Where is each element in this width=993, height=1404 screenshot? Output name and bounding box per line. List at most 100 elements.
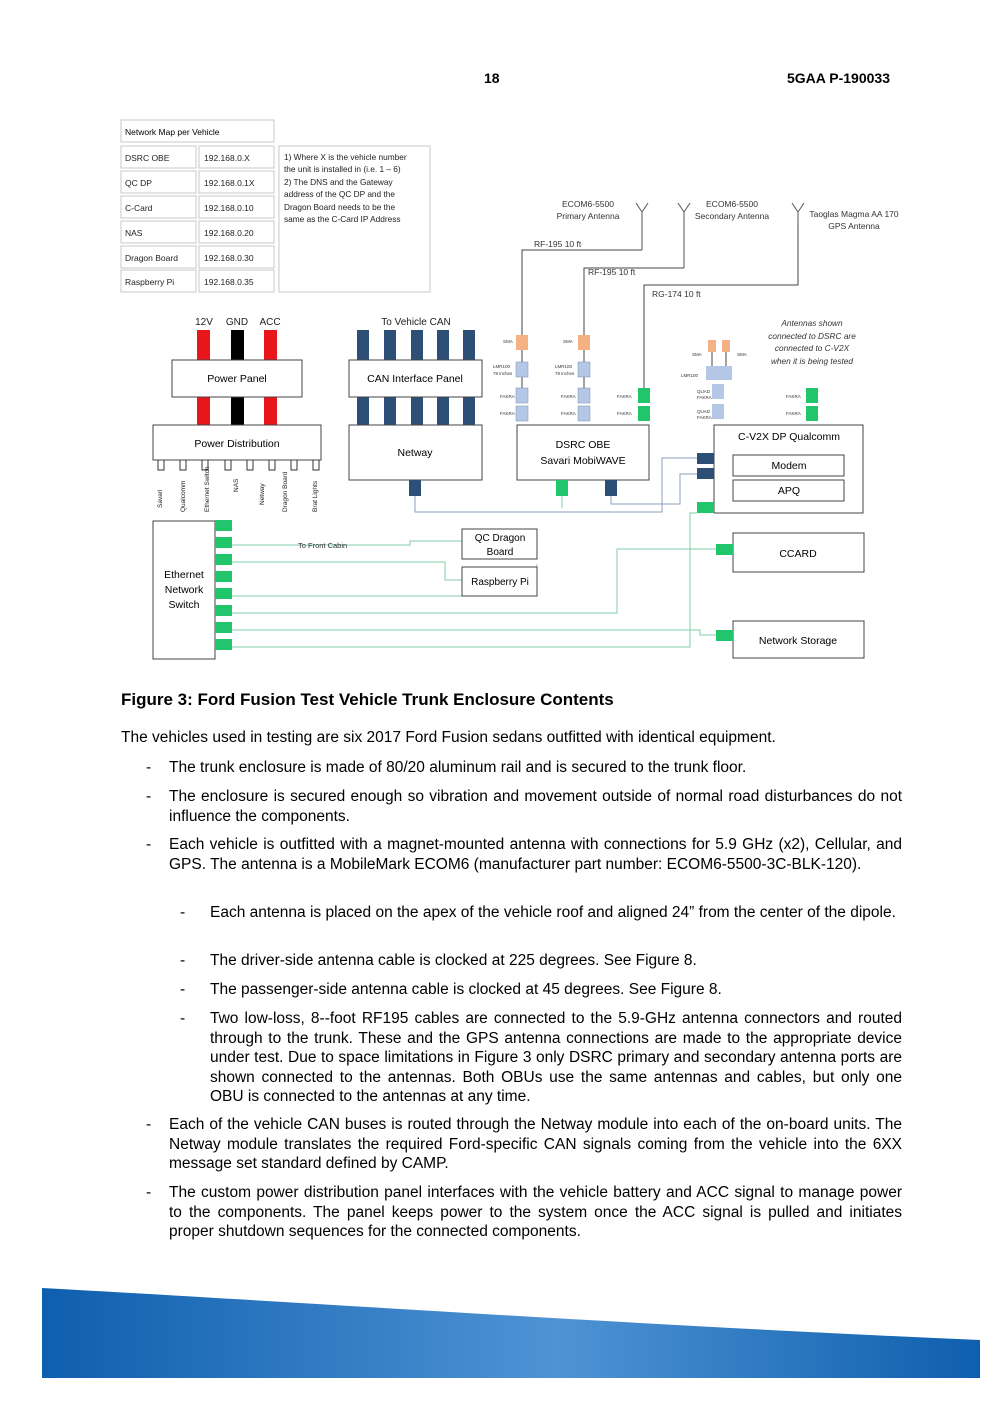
cv2x-label: C-V2X DP Qualcomm [738, 431, 840, 443]
raspberry-pi-label: Raspberry Pi [471, 577, 529, 588]
power-output-label: Ethernet Switch [204, 466, 211, 512]
cable-label: RF-195 10 ft [534, 239, 582, 249]
antenna-note: connected to DSRC are [768, 331, 856, 341]
dsrc-obe-sublabel: Savari MobiWAVE [540, 455, 625, 467]
bullet-dash: - [146, 1184, 152, 1201]
antenna-label: GPS Antenna [828, 221, 880, 231]
antenna-note: Antennas shown [780, 318, 843, 328]
connector-label: 78 inches [493, 371, 513, 376]
map-note: the unit is installed in (i.e. 1 – 6) [284, 164, 401, 174]
map-device: DSRC OBE [125, 153, 170, 163]
ethernet-switch-label: Network [165, 584, 204, 596]
power-label-gnd: GND [226, 317, 248, 328]
raspberry-pi [461, 566, 538, 597]
apq-box [732, 479, 845, 502]
intro-paragraph: The vehicles used in testing are six 201… [121, 729, 776, 746]
power-label-acc: ACC [259, 317, 280, 328]
bullet-dash: - [146, 1116, 152, 1133]
to-front-cabin-label: To Front Cabin [298, 541, 347, 550]
map-note: Dragon Board needs to be the [284, 202, 396, 212]
map-note: same as the C-Card IP Address [284, 214, 401, 224]
antenna-label: Secondary Antenna [695, 211, 769, 221]
network-storage-label: Network Storage [759, 635, 837, 647]
map-ip: 192.168.0.X [204, 153, 250, 163]
connector-label: FAKRA [786, 394, 801, 399]
qc-dragon-board-label: QC Dragon [475, 533, 526, 544]
map-ip: 192.168.0.30 [204, 253, 254, 263]
ethernet-switch-label: Switch [169, 599, 200, 611]
connector-label: 78 inches [555, 371, 575, 376]
power-panel-label: Power Panel [207, 373, 267, 385]
map-ip: 192.168.0.35 [204, 277, 254, 287]
connector-label: QUAD [697, 389, 711, 394]
bullet-item: The trunk enclosure is made of 80/20 alu… [169, 759, 747, 776]
connector-label: FAKRA [786, 411, 801, 416]
connector-label: LMR100 [493, 364, 511, 369]
connector-label: LMR100 [555, 364, 573, 369]
power-output-label: Netway [259, 483, 266, 505]
dsrc-obe [516, 424, 650, 481]
modem-box [732, 454, 845, 477]
bullet-item: The custom power distribution panel inte… [169, 1184, 902, 1240]
connector-label: FAKRA [617, 411, 632, 416]
sub-bullet-dash: - [180, 981, 186, 998]
power-output-label: Savari [157, 490, 164, 508]
network-map-table [120, 119, 431, 293]
connector-label: SMA [563, 339, 573, 344]
modem-label: Modem [771, 460, 806, 472]
footer-band [42, 1288, 980, 1378]
map-ip: 192.168.0.10 [204, 203, 254, 213]
power-output-label: Brat Lights [312, 480, 319, 512]
connector-label: LMR100 [681, 373, 699, 378]
power-output-label: NAS [233, 478, 240, 492]
antenna-note: connected to C-V2X [775, 343, 850, 353]
can-interface-panel-label: CAN Interface Panel [367, 373, 463, 385]
apq-label: APQ [778, 485, 800, 497]
sub-bullet-dash: - [180, 1010, 186, 1027]
connector-label: FAKRA [561, 411, 576, 416]
sub-bullet-dash: - [180, 952, 186, 969]
connector-label: SMA [503, 339, 513, 344]
map-device: Raspberry Pi [125, 277, 174, 287]
trunk-enclosure-diagram: Network Map per Vehicle DSRC OBE 192.168… [120, 119, 899, 660]
antenna-cables [521, 225, 799, 390]
map-device: NAS [125, 228, 143, 238]
antenna-model: ECOM6-5500 [562, 199, 614, 209]
map-note: 2) The DNS and the Gateway [284, 177, 394, 187]
cable-label: RF-195 10 ft [588, 267, 636, 277]
figure-caption: Figure 3: Ford Fusion Test Vehicle Trunk… [121, 690, 614, 709]
can-interface-panel [348, 359, 483, 398]
map-ip: 192.168.0.1X [204, 178, 255, 188]
sub-bullet-dash: - [180, 904, 186, 921]
antenna-model: ECOM6-5500 [706, 199, 758, 209]
network-map-title: Network Map per Vehicle [125, 127, 220, 137]
connector-label: QUAD [697, 409, 711, 414]
connector-label: FAKRA [500, 411, 515, 416]
power-distribution [152, 424, 322, 461]
bullet-item: The enclosure is secured enough so vibra… [169, 788, 902, 825]
bullet-item: Each vehicle is outfitted with a magnet-… [169, 836, 902, 873]
power-distribution-label: Power Distribution [194, 438, 279, 450]
antenna-label: Primary Antenna [557, 211, 620, 221]
netway-label: Netway [397, 447, 433, 459]
antenna-model: Taoglas Magma AA 170 [809, 209, 899, 219]
map-device: C-Card [125, 203, 153, 213]
connector-label: SMA [737, 352, 747, 357]
network-storage-box [732, 620, 865, 659]
sub-bullet-item: Two low-loss, 8--foot RF195 cables are c… [210, 1010, 902, 1105]
power-label-12v: 12V [195, 317, 213, 328]
sub-bullet-item: The driver-side antenna cable is clocked… [210, 952, 697, 969]
sub-bullet-item: Each antenna is placed on the apex of th… [210, 904, 896, 921]
dsrc-obe-label: DSRC OBE [556, 439, 611, 451]
bullet-dash: - [146, 788, 152, 805]
map-ip: 192.168.0.20 [204, 228, 254, 238]
power-output-label: Dragon Board [282, 471, 289, 512]
ethernet-switch-label: Ethernet [164, 569, 204, 581]
connector-label: FAKRA [561, 394, 576, 399]
antenna-note: when it is being tested [771, 356, 853, 366]
power-output-label: Qualcomm [180, 481, 187, 512]
bullet-dash: - [146, 836, 152, 853]
qc-dragon-board-label: Board [487, 547, 514, 558]
bullet-item: Each of the vehicle CAN buses is routed … [169, 1116, 902, 1172]
ccard-label: CCARD [779, 548, 817, 560]
